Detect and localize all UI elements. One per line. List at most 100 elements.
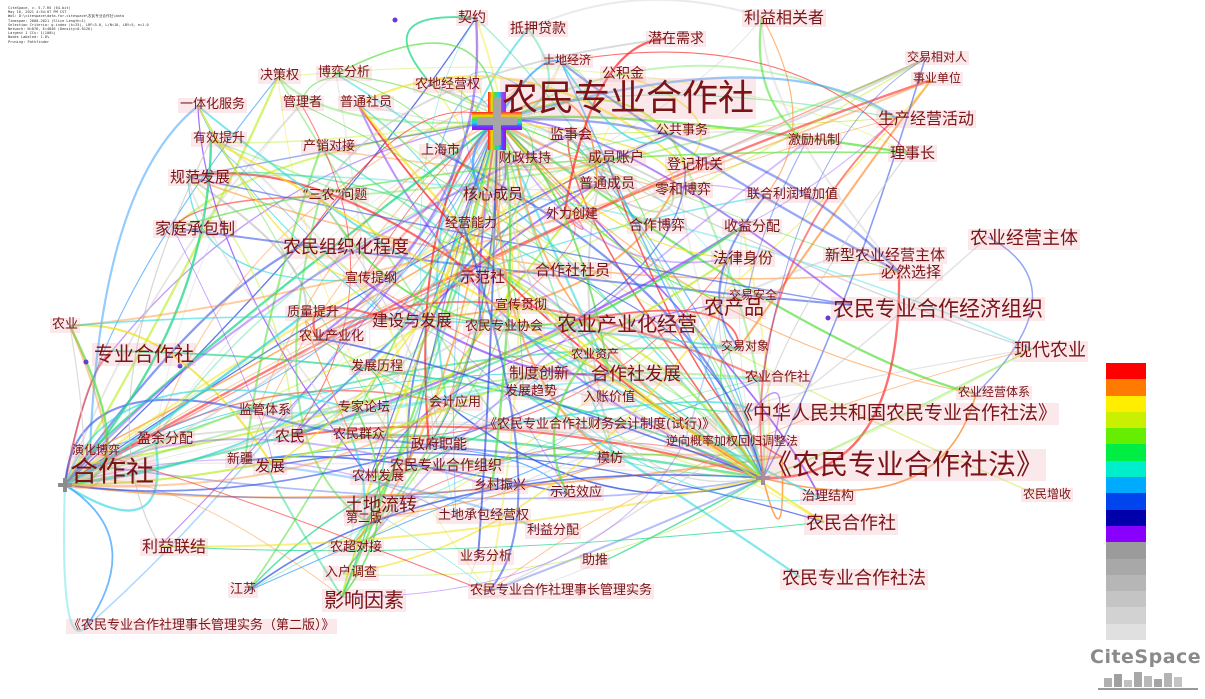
keyword-label[interactable]: 示范社 bbox=[458, 268, 508, 287]
keyword-label[interactable]: “三农”问题 bbox=[300, 188, 370, 204]
keyword-label[interactable]: 农民专业合作社法 bbox=[780, 568, 928, 590]
keyword-label[interactable]: 土地经济 bbox=[541, 53, 594, 68]
keyword-label[interactable]: 交易对象 bbox=[719, 339, 772, 354]
keyword-label[interactable]: 成员账户 bbox=[586, 150, 646, 167]
keyword-label[interactable]: 第二版 bbox=[344, 511, 385, 526]
hub-node-coop[interactable] bbox=[58, 478, 72, 492]
keyword-label[interactable]: 农民合作社 bbox=[804, 513, 898, 535]
keyword-label[interactable]: 入账价值 bbox=[581, 390, 638, 406]
keyword-label[interactable]: 专业合作社 bbox=[92, 342, 196, 366]
keyword-label[interactable]: 逆向概率加权回归调整法 bbox=[664, 434, 801, 449]
keyword-label[interactable]: 利益联结 bbox=[140, 537, 209, 557]
keyword-label[interactable]: 农民专业协会 bbox=[463, 319, 546, 335]
keyword-label[interactable]: 产销对接 bbox=[301, 139, 358, 155]
keyword-label[interactable]: 农民专业合作社 bbox=[500, 78, 757, 120]
keyword-label[interactable]: 家庭承包制 bbox=[153, 219, 238, 239]
keyword-label[interactable]: 农业 bbox=[50, 317, 81, 333]
keyword-label[interactable]: 《农民专业合作社法》 bbox=[762, 448, 1047, 482]
keyword-label[interactable]: 外力创建 bbox=[544, 207, 601, 223]
keyword-label[interactable]: 有效提升 bbox=[191, 131, 248, 147]
keyword-label[interactable]: 契约 bbox=[456, 10, 488, 27]
keyword-label[interactable]: 公共事务 bbox=[654, 123, 711, 139]
keyword-label[interactable]: 专家论坛 bbox=[336, 400, 393, 416]
keyword-label[interactable]: 收益分配 bbox=[722, 219, 782, 236]
keyword-label[interactable]: 博弈分析 bbox=[316, 65, 373, 81]
keyword-label[interactable]: 零和博弈 bbox=[653, 182, 713, 199]
keyword-label[interactable]: 决策权 bbox=[258, 68, 302, 84]
keyword-label[interactable]: 会计应用 bbox=[427, 395, 484, 411]
keyword-label[interactable]: 利益分配 bbox=[525, 523, 582, 539]
network-node[interactable] bbox=[83, 359, 89, 365]
keyword-label[interactable]: 乡村振兴 bbox=[472, 478, 529, 494]
keyword-label[interactable]: 潜在需求 bbox=[646, 31, 706, 48]
keyword-label[interactable]: 模仿 bbox=[595, 451, 626, 467]
keyword-label[interactable]: 农产品 bbox=[702, 295, 766, 319]
keyword-label[interactable]: 质量提升 bbox=[285, 305, 342, 321]
keyword-label[interactable]: 交易安全 bbox=[727, 288, 780, 303]
keyword-label[interactable]: 交易相对人 bbox=[905, 50, 970, 65]
keyword-label[interactable]: 普通成员 bbox=[577, 176, 637, 193]
keyword-label[interactable]: 必然选择 bbox=[879, 263, 944, 282]
keyword-label[interactable]: 示范效应 bbox=[548, 485, 605, 501]
keyword-label[interactable]: 农民专业合作社理事长管理实务 bbox=[468, 583, 655, 599]
keyword-label[interactable]: 《中华人民共和国农民专业合作社法》 bbox=[732, 402, 1060, 425]
keyword-label[interactable]: 农超对接 bbox=[328, 540, 385, 556]
keyword-label[interactable]: 管理者 bbox=[281, 95, 325, 111]
keyword-label[interactable]: 盈余分配 bbox=[135, 431, 195, 448]
network-node[interactable] bbox=[825, 315, 831, 321]
keyword-label[interactable]: 激励机制 bbox=[786, 133, 843, 149]
keyword-label[interactable]: 规范发展 bbox=[168, 168, 233, 187]
network-node[interactable] bbox=[177, 363, 183, 369]
keyword-label[interactable]: 农业经营主体 bbox=[968, 228, 1080, 250]
keyword-label[interactable]: 农业合作社 bbox=[743, 370, 813, 386]
keyword-label[interactable]: 公积金 bbox=[600, 66, 646, 83]
keyword-label[interactable]: 农民组织化程度 bbox=[281, 237, 411, 259]
keyword-label[interactable]: 演化博弈 bbox=[70, 443, 123, 458]
keyword-label[interactable]: 土地承包经营权 bbox=[436, 508, 532, 524]
keyword-label[interactable]: 现代农业 bbox=[1012, 340, 1088, 362]
keyword-label[interactable]: 农民增收 bbox=[1021, 487, 1074, 502]
keyword-label[interactable]: 生产经营活动 bbox=[876, 109, 977, 129]
keyword-label[interactable]: 事业单位 bbox=[911, 71, 964, 86]
keyword-label[interactable]: 法律身份 bbox=[711, 249, 776, 268]
keyword-label[interactable]: 监事会 bbox=[548, 127, 594, 144]
keyword-label[interactable]: 农民专业合作组织 bbox=[388, 458, 504, 475]
keyword-label[interactable]: 合作社社员 bbox=[533, 261, 613, 280]
keyword-label[interactable]: 农业经营体系 bbox=[956, 385, 1033, 400]
keyword-label[interactable]: 政府职能 bbox=[409, 437, 469, 454]
keyword-label[interactable]: 合作社发展 bbox=[589, 364, 683, 386]
keyword-label[interactable]: 监管体系 bbox=[237, 403, 294, 419]
hub-node-law[interactable] bbox=[756, 471, 770, 485]
keyword-label[interactable]: 合作社 bbox=[68, 455, 157, 489]
keyword-label[interactable]: 财政扶持 bbox=[497, 151, 554, 167]
keyword-label[interactable]: 农村发展 bbox=[350, 469, 407, 485]
keyword-label[interactable]: 新疆 bbox=[225, 452, 256, 468]
keyword-label[interactable]: 发展历程 bbox=[349, 359, 406, 375]
keyword-label[interactable]: 发展趋势 bbox=[503, 384, 560, 400]
keyword-label[interactable]: 普通社员 bbox=[338, 95, 395, 111]
keyword-label[interactable]: 土地流转 bbox=[343, 495, 419, 517]
network-node[interactable] bbox=[392, 17, 398, 23]
keyword-label[interactable]: 业务分析 bbox=[458, 549, 515, 565]
keyword-label[interactable]: 农业产业化经营 bbox=[555, 312, 699, 336]
keyword-label[interactable]: 农民群众 bbox=[331, 427, 388, 443]
keyword-label[interactable]: 联合利润增加值 bbox=[745, 187, 841, 203]
keyword-label[interactable]: 宣传提纲 bbox=[343, 271, 400, 287]
keyword-label[interactable]: 合作博弈 bbox=[627, 218, 687, 235]
keyword-label[interactable]: 上海市 bbox=[419, 143, 463, 159]
keyword-label[interactable]: 理事长 bbox=[888, 144, 938, 163]
keyword-label[interactable]: 宣传贯彻 bbox=[493, 298, 550, 314]
keyword-label[interactable]: 农地经营权 bbox=[413, 77, 483, 93]
keyword-label[interactable]: 核心成员 bbox=[461, 185, 526, 204]
keyword-label[interactable]: 抵押贷款 bbox=[508, 21, 568, 38]
keyword-label[interactable]: 助推 bbox=[580, 553, 611, 569]
keyword-label[interactable]: 一体化服务 bbox=[178, 97, 248, 113]
keyword-label[interactable]: 治理结构 bbox=[800, 489, 857, 505]
keyword-label[interactable]: 入户调查 bbox=[323, 565, 380, 581]
keyword-label[interactable]: 建设与发展 bbox=[370, 311, 455, 331]
keyword-label[interactable]: 农业资产 bbox=[569, 347, 622, 362]
keyword-label[interactable]: 农民专业合作经济组织 bbox=[831, 297, 1045, 322]
keyword-label[interactable]: 利益相关者 bbox=[742, 8, 827, 28]
keyword-label[interactable]: 发展 bbox=[253, 457, 288, 476]
keyword-label[interactable]: 《农民专业合作社理事长管理实务（第二版）》 bbox=[66, 618, 337, 634]
